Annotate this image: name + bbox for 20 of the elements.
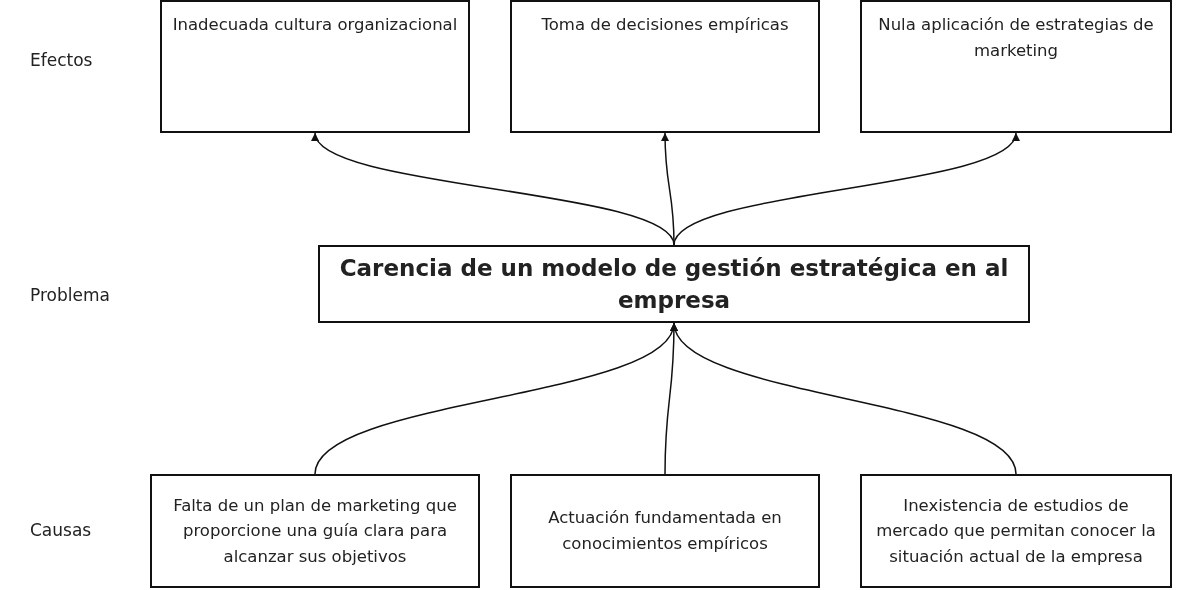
row-label: Efectos (30, 50, 93, 70)
box-text: Falta de un plan de marketing que proporcione una guía clara para alcanzar sus objetivos (172, 494, 458, 568)
box-text: Inexistencia de estudios de mercado que permitan conocer la situación actual de la empresa (875, 494, 1157, 568)
text-box (860, 0, 1172, 133)
row-label: Causas (30, 520, 92, 540)
arrow (673, 132, 1017, 246)
text-box (510, 0, 820, 133)
box-text: Inadecuada cultura organizacional (172, 14, 458, 36)
box-text: Nula aplicación de estrategias de marketing (877, 14, 1155, 62)
text-box (160, 0, 470, 133)
row-label: Problema (30, 285, 110, 305)
box-text: Toma de decisiones empíricas (541, 14, 789, 36)
box-text: Actuación fundamentada en conocimientos empíricos (547, 507, 783, 555)
text-box (150, 474, 480, 588)
text-box (318, 245, 1030, 323)
text-box (860, 474, 1172, 588)
arrow (673, 322, 1017, 475)
text-box (510, 474, 820, 588)
arrow (661, 132, 675, 246)
box-text: Carencia de un modelo de gestión estratégica en al empresa (338, 253, 1010, 315)
